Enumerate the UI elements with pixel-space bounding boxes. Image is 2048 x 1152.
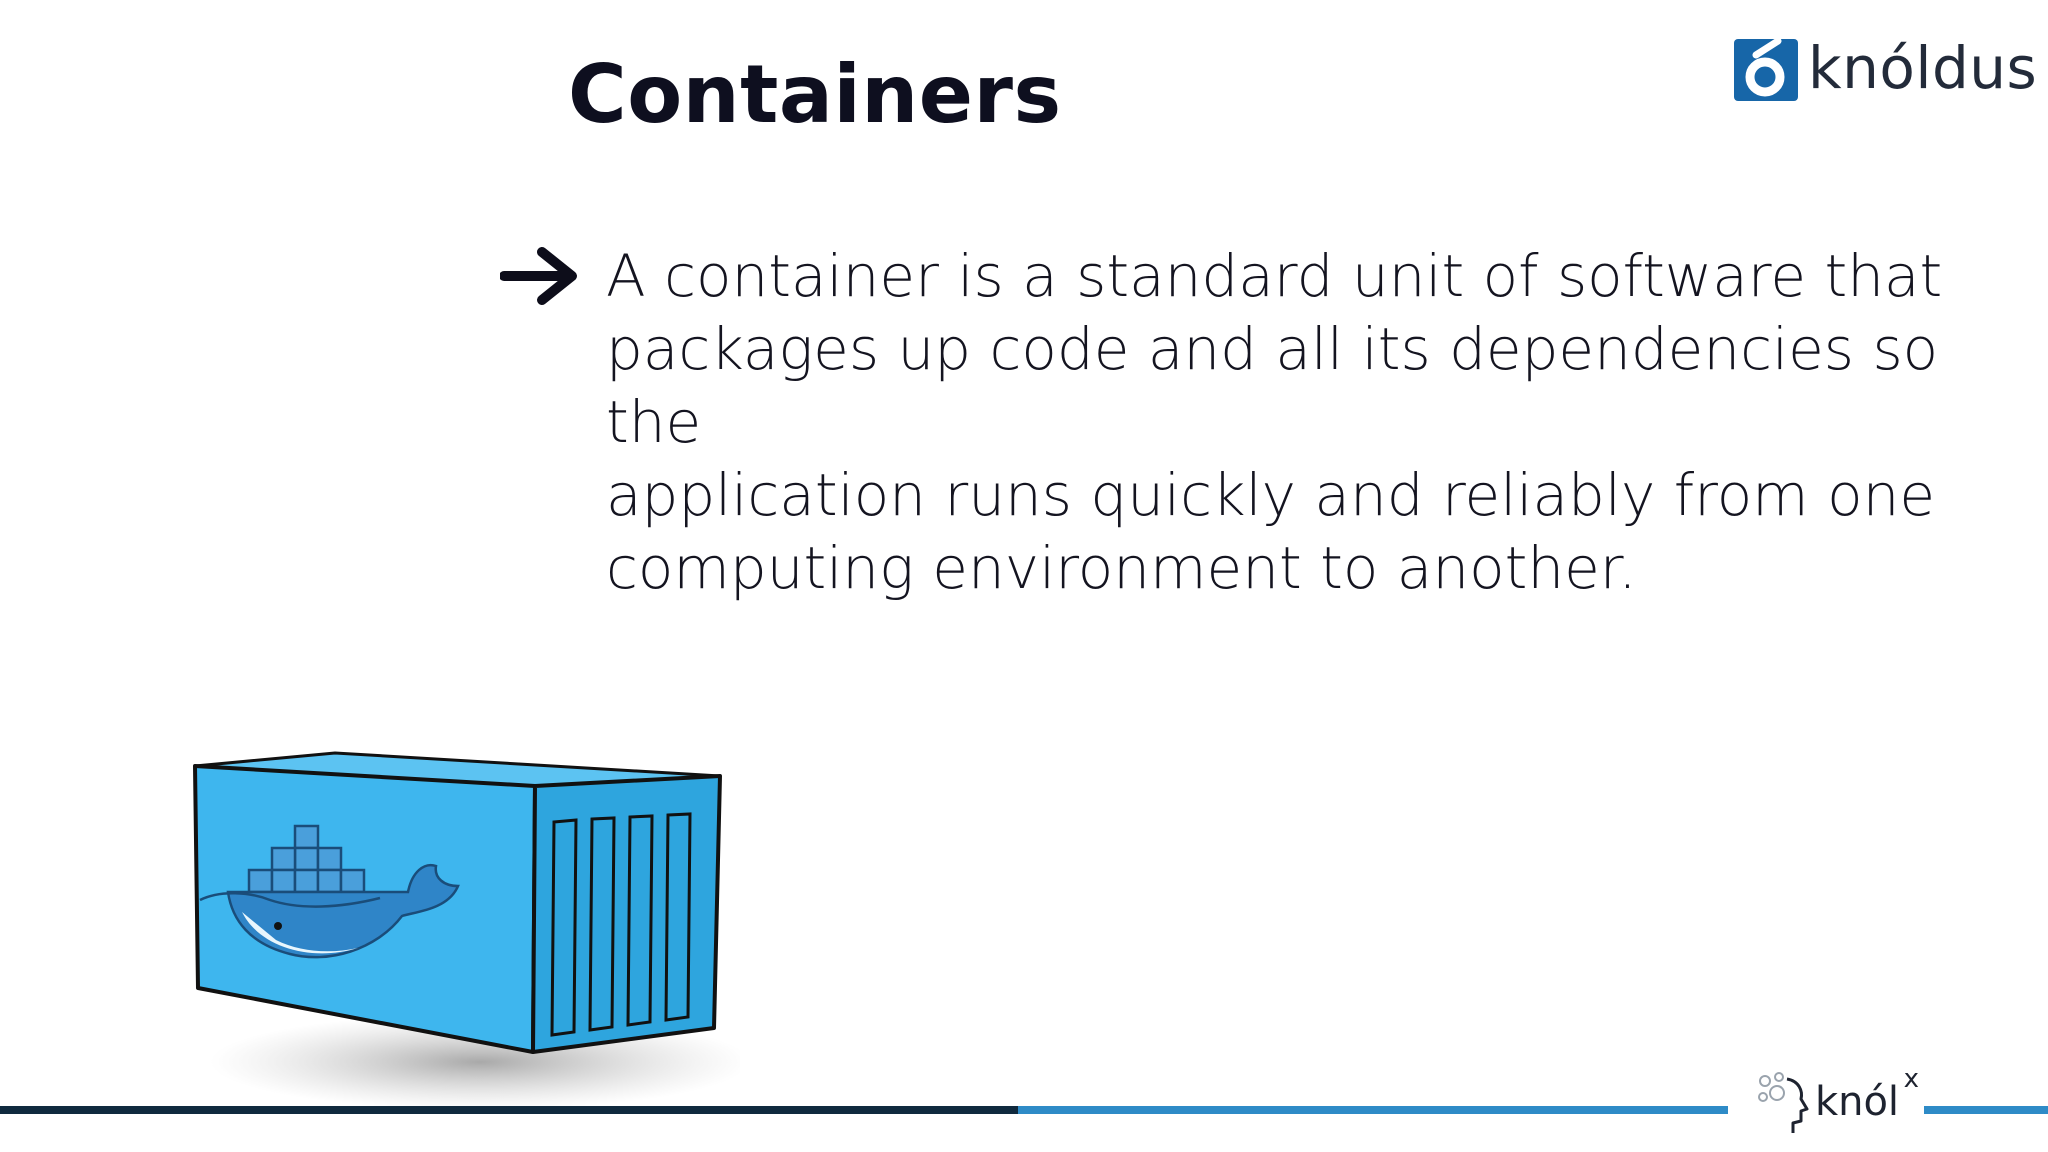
bullet-line: A container is a standard unit of softwa…	[606, 242, 1943, 310]
bullet-text: A container is a standard unit of softwa…	[606, 240, 1996, 605]
knolx-logo-text: knól x	[1814, 1066, 1919, 1125]
knoldus-logo: knóldus	[1734, 33, 2037, 103]
slide-title: Containers	[568, 48, 1062, 141]
knoldus-logo-text: knóldus	[1808, 34, 2038, 102]
knoldus-logo-icon	[1734, 37, 1798, 101]
right-arrow-icon	[500, 247, 577, 305]
bullet-line: packages up code and all its dependencie…	[606, 315, 1939, 456]
bullet-line: application runs quickly and reliably fr…	[606, 461, 1936, 529]
footer-line-dark	[0, 1106, 1018, 1114]
bullet-line: computing environment to another.	[606, 534, 1637, 602]
knolx-logo: knól x	[1728, 1052, 1924, 1152]
knolx-brand: knól	[1814, 1079, 1900, 1125]
docker-whale-icon	[199, 824, 460, 959]
head-gears-icon	[1757, 1072, 1809, 1133]
knolx-sup: x	[1903, 1064, 1920, 1094]
docker-container-illustration	[193, 751, 740, 1110]
footer-line-blue	[1018, 1106, 2048, 1114]
